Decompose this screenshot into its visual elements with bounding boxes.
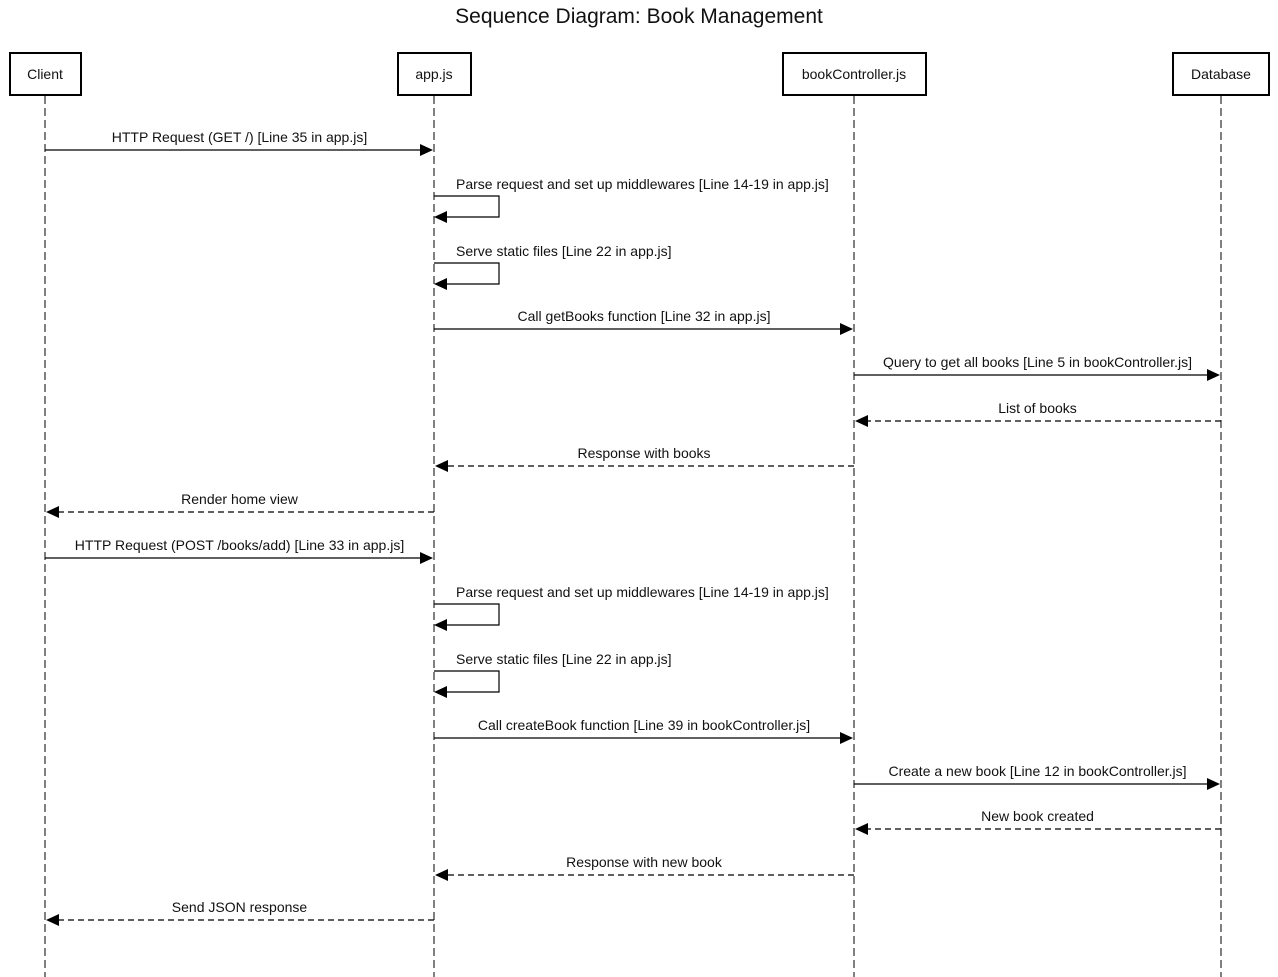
message-arrow-16: [46, 914, 434, 926]
message-label-12: Call createBook function [Line 39 in boo…: [477, 717, 811, 733]
participant-client: Client: [8, 52, 82, 96]
message-label-7: Response with books: [577, 445, 711, 461]
message-arrow-3: [434, 262, 500, 290]
participant-app: app.js: [396, 52, 472, 96]
message-arrow-9: [45, 552, 433, 564]
message-arrow-7: [435, 460, 854, 472]
message-arrow-14: [855, 823, 1221, 835]
message-label-10: Parse request and set up middlewares [Li…: [456, 584, 829, 600]
message-arrow-4: [434, 323, 853, 335]
message-arrow-1: [45, 144, 433, 156]
message-arrow-13: [854, 778, 1220, 790]
message-label-5: Query to get all books [Line 5 in bookCo…: [883, 354, 1192, 370]
message-label-9: HTTP Request (POST /books/add) [Line 33 …: [74, 537, 405, 553]
message-label-4: Call getBooks function [Line 32 in app.j…: [517, 308, 771, 324]
message-arrow-15: [435, 869, 854, 881]
message-arrow-12: [434, 732, 853, 744]
message-label-1: HTTP Request (GET /) [Line 35 in app.js]: [111, 129, 368, 145]
message-label-8: Render home view: [181, 491, 298, 507]
message-arrow-5: [854, 369, 1220, 381]
message-label-14: New book created: [981, 808, 1094, 824]
message-arrow-8: [46, 506, 434, 518]
participant-db: Database: [1172, 52, 1270, 96]
message-label-15: Response with new book: [566, 854, 722, 870]
message-arrow-6: [855, 415, 1221, 427]
message-label-11: Serve static files [Line 22 in app.js]: [456, 651, 672, 667]
message-label-6: List of books: [998, 400, 1077, 416]
message-arrow-10: [434, 603, 500, 631]
message-label-2: Parse request and set up middlewares [Li…: [456, 176, 829, 192]
message-label-13: Create a new book [Line 12 in bookContro…: [888, 763, 1187, 779]
diagram-title: Sequence Diagram: Book Management: [455, 5, 823, 28]
message-label-3: Serve static files [Line 22 in app.js]: [456, 243, 672, 259]
message-arrow-2: [434, 195, 500, 223]
message-arrow-11: [434, 670, 500, 698]
message-label-16: Send JSON response: [171, 899, 308, 915]
participant-controller: bookController.js: [781, 52, 927, 96]
